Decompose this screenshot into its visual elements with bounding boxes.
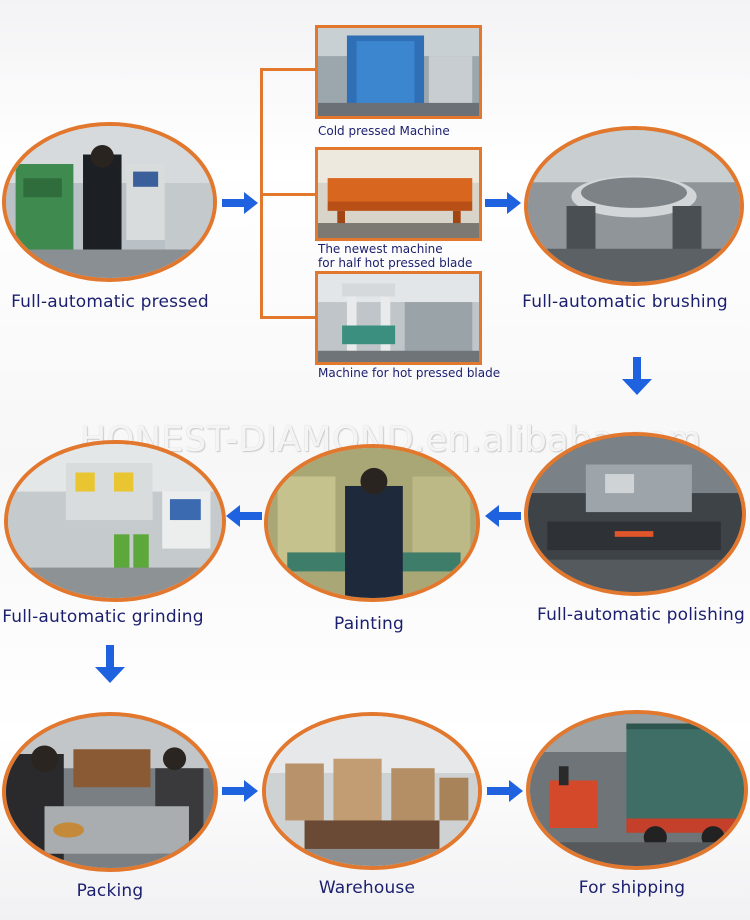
photo-grinding	[4, 440, 226, 602]
photo-cold-pressed	[315, 25, 482, 119]
bracket-bottom	[260, 316, 315, 319]
arrow-right-4	[487, 780, 523, 802]
label-shipping: For shipping	[578, 878, 686, 898]
label-painting: Painting	[334, 614, 404, 634]
label-pressed: Full-automatic pressed	[11, 292, 209, 312]
photo-half-hot-pressed	[315, 147, 482, 241]
caption-half-hot-line2: for half hot pressed blade	[318, 256, 473, 270]
photo-brushing	[524, 126, 744, 286]
photo-polishing	[524, 432, 746, 596]
arrow-right-3	[222, 780, 258, 802]
label-packing: Packing	[76, 881, 144, 901]
arrow-down-1	[622, 357, 652, 395]
caption-cold-pressed: Cold pressed Machine	[318, 124, 450, 138]
arrow-right-2	[485, 192, 521, 214]
photo-hot-pressed	[315, 271, 482, 365]
arrow-right-1	[222, 192, 258, 214]
arrow-left-1	[226, 505, 262, 527]
photo-pressed	[2, 122, 217, 282]
caption-half-hot-line1: The newest machine	[318, 242, 443, 256]
photo-warehouse	[262, 712, 482, 870]
label-warehouse: Warehouse	[318, 878, 416, 898]
caption-hot-pressed: Machine for hot pressed blade	[318, 366, 501, 380]
arrow-down-2	[95, 645, 125, 683]
bracket-middle	[260, 193, 315, 196]
photo-shipping	[526, 710, 748, 870]
photo-packing	[2, 712, 218, 872]
photo-painting	[264, 444, 480, 602]
bracket-top	[260, 68, 315, 71]
label-brushing: Full-automatic brushing	[522, 292, 728, 312]
label-polishing: Full-automatic polishing	[537, 605, 745, 625]
arrow-left-2	[485, 505, 521, 527]
label-grinding: Full-automatic grinding	[2, 607, 204, 627]
